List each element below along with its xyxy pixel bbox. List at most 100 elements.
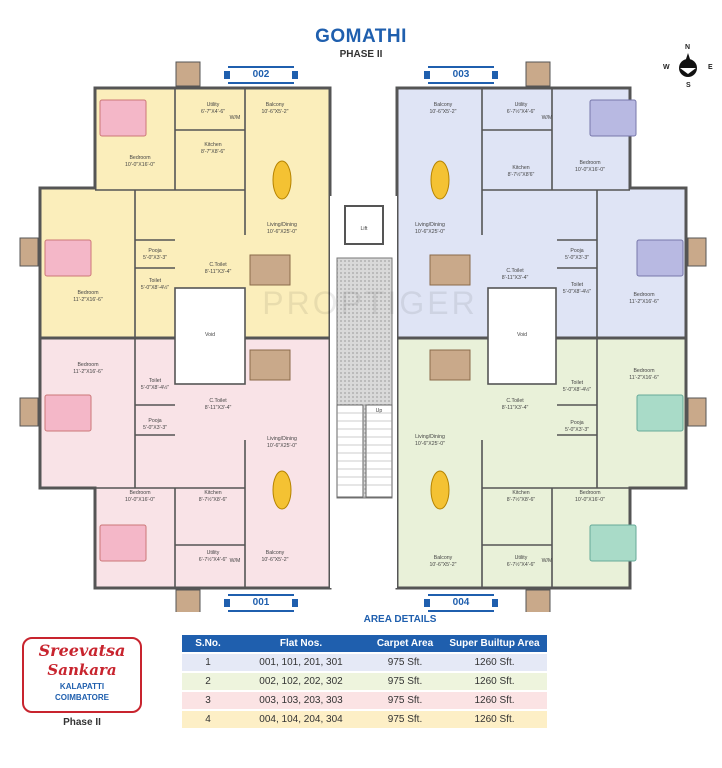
header-carpet-area: Carpet Area xyxy=(368,635,442,652)
f001-pooja-label: Pooja 5'-0"X3'-3" xyxy=(142,418,168,431)
lift-label: Lift xyxy=(360,226,368,232)
compass-south-label: S xyxy=(686,82,691,89)
compass-west-label: W xyxy=(663,64,670,71)
compass-east-label: E xyxy=(708,64,713,71)
table-row: 3 003, 103, 203, 303 975 Sft. 1260 Sft. xyxy=(182,692,547,709)
cell-flats: 002, 102, 202, 302 xyxy=(259,676,343,687)
void-left xyxy=(174,287,246,385)
window-markers xyxy=(19,61,707,612)
table-row: 4 004, 104, 204, 304 975 Sft. 1260 Sft. xyxy=(182,711,547,728)
f002-bedroom-left-label: Bedroom 11'-2"X16'-6" xyxy=(73,290,103,303)
stair-up-label: Up xyxy=(375,408,383,414)
f002-wm-label: W/M xyxy=(229,115,241,121)
cell-carpet: 975 Sft. xyxy=(387,676,423,687)
f002-toilet-label: Toilet 5'-0"X8'-4½" xyxy=(140,278,170,291)
f002-ctoilet-label: C.Toilet 8'-11"X3'-4" xyxy=(204,262,232,275)
f003-toilet-label: Toilet 5'-0"X8'-4½" xyxy=(562,282,592,295)
compass-icon xyxy=(679,53,697,77)
cell-sno: 2 xyxy=(205,676,211,687)
compass: N E S W xyxy=(660,44,716,92)
cell-carpet: 975 Sft. xyxy=(387,657,423,668)
cell-carpet: 975 Sft. xyxy=(387,714,423,725)
f002-bedroom-top-label: Bedroom 10'-0"X16'-0" xyxy=(125,155,155,168)
sofa-sets xyxy=(249,254,471,381)
f004-utility-label: Utility 6'-7½"X4'-6" xyxy=(506,555,536,568)
f001-bedroom-bottom-label: Bedroom 10'-0"X16'-0" xyxy=(125,490,155,503)
f004-bedroom-bottom-label: Bedroom 10'-0"X16'-0" xyxy=(575,490,605,503)
header-super-builtup: Super Builtup Area xyxy=(442,635,547,652)
cell-flats: 001, 101, 201, 301 xyxy=(259,657,343,668)
cell-super: 1260 Sft. xyxy=(474,676,515,687)
f001-wm-label: W/M xyxy=(229,558,241,564)
f004-bedroom-right-label: Bedroom 11'-2"X16'-6" xyxy=(629,368,659,381)
f003-utility-label: Utility 6'-7½"X4'-6" xyxy=(506,102,536,115)
f004-living-label: Living/Dining 10'-6"X25'-0" xyxy=(415,434,445,447)
area-header-row: S.No. Flat Nos. Carpet Area Super Builtu… xyxy=(182,635,547,652)
area-details-table: S.No. Flat Nos. Carpet Area Super Builtu… xyxy=(182,633,547,730)
cell-sno: 3 xyxy=(205,695,211,706)
logo-line-kalapatti: KALAPATTI xyxy=(59,682,105,691)
page-title: GOMATHI xyxy=(315,26,407,47)
table-row: 2 002, 102, 202, 302 975 Sft. 1260 Sft. xyxy=(182,673,547,690)
f004-wm-label: W/M xyxy=(541,558,553,564)
f002-balcony-label: Balcony 10'-6"X5'-2" xyxy=(261,102,289,115)
compass-north-label: N xyxy=(685,44,691,51)
void-left-label: Void xyxy=(204,332,216,338)
logo-line-sankara: Sankara xyxy=(47,661,117,679)
page-subtitle: PHASE II xyxy=(339,49,383,60)
lift-shaft xyxy=(344,205,384,245)
cell-super: 1260 Sft. xyxy=(474,714,515,725)
f003-kitchen-label: Kitchen 8'-7½"X8'6" xyxy=(507,165,535,178)
brand-logo xyxy=(22,637,142,713)
f003-living-label: Living/Dining 10'-6"X25'-0" xyxy=(415,222,445,235)
flat-004-tag: 004 xyxy=(424,594,498,612)
f004-ctoilet-label: C.Toilet 8'-11"X3'-4" xyxy=(501,398,529,411)
f003-wm-label: W/M xyxy=(541,115,553,121)
header-flat-nos: Flat Nos. xyxy=(234,635,368,652)
area-details-title: AREA DETAILS xyxy=(363,614,437,625)
void-right xyxy=(487,287,557,385)
f004-balcony-label: Balcony 10'-6"X5'-2" xyxy=(429,555,457,568)
interior-walls xyxy=(95,88,630,588)
stair-flight-right xyxy=(365,404,393,498)
f003-ctoilet-label: C.Toilet 8'-11"X3'-4" xyxy=(501,268,529,281)
flat-003-tag: 003 xyxy=(424,66,498,84)
f001-kitchen-label: Kitchen 8'-7½"X8'-6" xyxy=(198,490,228,503)
f001-bedroom-left-label: Bedroom 11'-2"X16'-6" xyxy=(73,362,103,375)
stair-treads xyxy=(337,412,392,486)
cell-super: 1260 Sft. xyxy=(474,695,515,706)
f001-ctoilet-label: C.Toilet 8'-11"X3'-4" xyxy=(204,398,232,411)
f003-bedroom-right-label: Bedroom 11'-2"X16'-6" xyxy=(629,292,659,305)
cell-carpet: 975 Sft. xyxy=(387,695,423,706)
cell-sno: 4 xyxy=(205,714,211,725)
f001-living-label: Living/Dining 10'-6"X25'-0" xyxy=(267,436,297,449)
f003-pooja-label: Pooja 5'-0"X3'-3" xyxy=(564,248,590,261)
f002-kitchen-label: Kitchen 8'-7"X8'-6" xyxy=(200,142,226,155)
flat-002-tag: 002 xyxy=(224,66,298,84)
dining-tables xyxy=(272,160,450,510)
table-row: 1 001, 101, 201, 301 975 Sft. 1260 Sft. xyxy=(182,654,547,671)
f002-pooja-label: Pooja 5'-0"X3'-3" xyxy=(142,248,168,261)
void-right-label: Void xyxy=(516,332,528,338)
f001-utility-label: Utility 6'-7½"X4'-6" xyxy=(198,550,228,563)
logo-line-coimbatore: COIMBATORE xyxy=(55,693,109,702)
f004-pooja-label: Pooja 5'-0"X3'-3" xyxy=(564,420,590,433)
bed-icons xyxy=(44,99,684,562)
cell-flats: 004, 104, 204, 304 xyxy=(259,714,343,725)
cell-sno: 1 xyxy=(205,657,211,668)
f003-balcony-label: Balcony 10'-6"X5'-2" xyxy=(429,102,457,115)
logo-phase-label: Phase II xyxy=(63,717,101,728)
f001-toilet-label: Toilet 5'-0"X8'-4½" xyxy=(140,378,170,391)
f001-balcony-label: Balcony 10'-6"X5'-2" xyxy=(261,550,289,563)
f004-toilet-label: Toilet 5'-0"X8'-4½" xyxy=(562,380,592,393)
floor-plan xyxy=(19,61,707,612)
f002-living-label: Living/Dining 10'-6"X25'-0" xyxy=(267,222,297,235)
f003-bedroom-top-label: Bedroom 10'-0"X16'-0" xyxy=(575,160,605,173)
logo-line-sreevatsa: Sreevatsa xyxy=(38,641,126,660)
flat-001-tag: 001 xyxy=(224,594,298,612)
f004-kitchen-label: Kitchen 8'-7½"X8'-6" xyxy=(506,490,536,503)
watermark: PROPTIGER xyxy=(262,285,478,321)
stair-flight-left xyxy=(336,404,364,498)
header-sno: S.No. xyxy=(182,635,234,652)
cell-super: 1260 Sft. xyxy=(474,657,515,668)
